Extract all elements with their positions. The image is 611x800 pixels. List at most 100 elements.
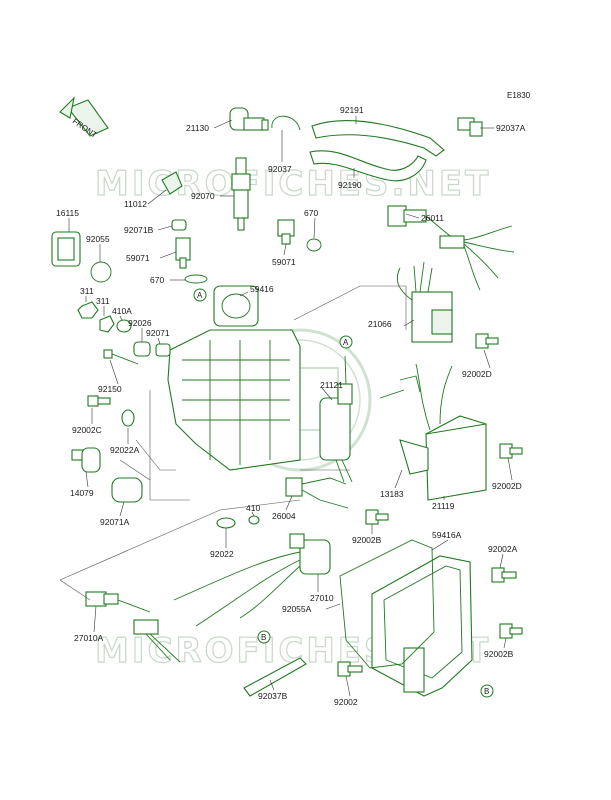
part-label: 26011	[421, 213, 444, 223]
cap-92071b	[171, 219, 187, 231]
bolt-92002d-upper	[475, 333, 499, 349]
part-label: 14079	[70, 488, 94, 498]
bolt-92002c	[87, 395, 111, 407]
diagram-code: E1830	[507, 91, 531, 100]
part-label: 92071B	[124, 225, 154, 235]
part-label: 21066	[368, 319, 392, 329]
part-label: 92026	[128, 318, 152, 328]
washer-92022	[216, 517, 236, 529]
o-ring-670-right	[306, 238, 322, 252]
cover-59416a	[371, 555, 473, 697]
lead-26004	[285, 477, 349, 509]
hose-upper	[311, 120, 445, 157]
switch-27010a	[85, 591, 181, 663]
cylinder-block-59416	[167, 285, 301, 471]
stud-92150	[103, 349, 139, 365]
bolt-92002d-lower	[499, 443, 523, 459]
bolt-92002b-low	[499, 623, 523, 639]
part-label: 92190	[338, 180, 362, 190]
part-label: 16115	[56, 208, 79, 218]
nut-311-a	[77, 301, 99, 319]
sensor-14079	[71, 447, 101, 473]
part-label: 92191	[340, 105, 364, 115]
part-label: 59071	[272, 257, 296, 267]
part-label: 59416A	[432, 530, 462, 540]
part-label: 670	[150, 275, 164, 285]
gasket-92055a	[339, 539, 435, 669]
cap-92071	[155, 343, 171, 357]
hose-lower	[309, 150, 427, 182]
part-label: 92055	[86, 234, 110, 244]
part-label: 92037	[268, 164, 292, 174]
part-label: 670	[304, 208, 318, 218]
bolt-92002	[337, 661, 363, 677]
part-label: 92037B	[258, 691, 288, 701]
svg-text:B: B	[484, 687, 489, 696]
part-label: 26004	[272, 511, 296, 521]
cap-92071a	[111, 477, 143, 503]
part-label: 21119	[432, 501, 455, 511]
o-ring-670-left	[184, 274, 208, 284]
part-label: 21121	[320, 380, 343, 390]
spark-plug-92070	[231, 157, 251, 231]
ignition-coil-21121	[319, 355, 353, 483]
part-label: 92002D	[492, 481, 522, 491]
part-label: 92002	[334, 697, 358, 707]
callout-b-right: B	[480, 684, 494, 698]
fitting-59071-right	[277, 219, 295, 245]
washer-410	[248, 515, 260, 525]
part-label: 92002A	[488, 544, 518, 554]
part-label: 92002C	[72, 425, 102, 435]
part-label: 410A	[112, 306, 132, 316]
regulator-21066	[396, 261, 453, 343]
o-ring-92055	[90, 261, 112, 283]
svg-text:A: A	[197, 291, 203, 300]
cap-11012	[161, 171, 183, 195]
harness-wires	[379, 375, 421, 399]
watermark-top: MICROFICHES.NET	[95, 164, 491, 204]
switch-27010	[173, 533, 331, 627]
bolt-92002a	[491, 567, 517, 583]
front-arrow-icon: FRONT	[59, 96, 109, 140]
svg-text:A: A	[343, 338, 349, 347]
callout-b-left: B	[257, 630, 271, 644]
fitting-16115	[51, 231, 81, 267]
washer-92022a	[121, 409, 135, 427]
part-label: 311	[96, 296, 110, 306]
callout-a-right: A	[339, 335, 353, 349]
part-label: 59071	[126, 253, 150, 263]
part-label: 92037A	[496, 123, 526, 133]
part-label: 92071	[146, 328, 170, 338]
part-label: 92150	[98, 384, 122, 394]
callout-a-left: A	[193, 288, 207, 302]
part-label: 59416	[250, 284, 274, 294]
washer-410a	[116, 319, 132, 333]
clamp-92037	[271, 115, 301, 131]
part-label: 21130	[186, 123, 209, 133]
part-label: 92002B	[352, 535, 382, 545]
bolt-92002b-mid	[365, 509, 389, 525]
part-label: 27010A	[74, 633, 104, 643]
cap-92026	[133, 341, 151, 357]
strap-92037b	[243, 657, 307, 697]
dashed-guide	[293, 285, 407, 471]
assembly-guides	[59, 480, 301, 601]
part-label: 410	[246, 503, 260, 513]
part-label: 92022A	[110, 445, 140, 455]
nut-311-b	[99, 315, 115, 333]
part-label: 92022	[210, 549, 234, 559]
plug-cap-21130	[229, 107, 269, 131]
fitting-59071-left	[175, 237, 191, 269]
part-label: 92070	[191, 191, 215, 201]
clamp-92037a	[457, 117, 483, 137]
cdi-unit-21119	[415, 363, 487, 501]
bracket-13183	[399, 439, 429, 475]
part-labels: 92191 92037A 21130 92037 92190 11012 920…	[56, 105, 526, 707]
part-label: 92002D	[462, 369, 492, 379]
part-label: 311	[80, 286, 94, 296]
harness-26011	[387, 205, 515, 291]
part-label: 92055A	[282, 604, 312, 614]
part-label: 92002B	[484, 649, 514, 659]
